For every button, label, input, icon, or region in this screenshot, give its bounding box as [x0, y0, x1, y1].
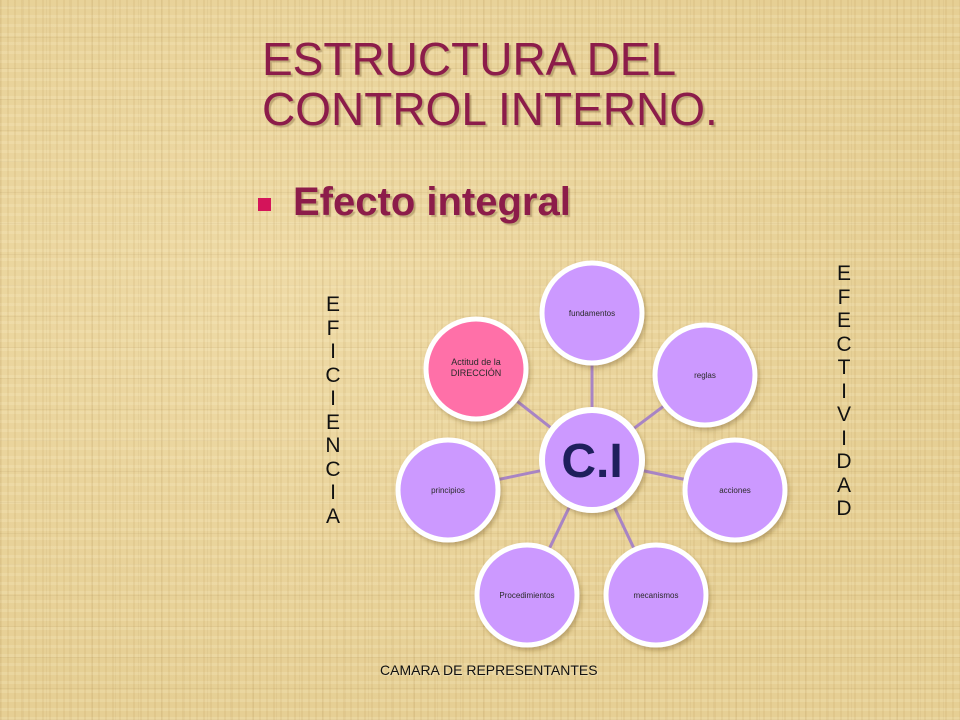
node-label-acciones: acciones: [719, 486, 751, 495]
bullet-item: Efecto integral: [258, 180, 571, 225]
eficiencia-letter: N: [325, 434, 341, 457]
efectividad-letter: D: [836, 497, 852, 520]
connector-acciones: [640, 468, 687, 482]
node-label-procedimientos: Procedimientos: [499, 591, 554, 600]
node-label-fundamentos: fundamentos: [569, 309, 615, 318]
efectividad-letter: I: [841, 426, 847, 450]
node-circle-actitud: [423, 316, 529, 422]
node-circle-procedimientos: [474, 542, 580, 648]
connector-principios: [496, 468, 544, 482]
eficiencia-letter: A: [325, 504, 340, 528]
efectividad-letter: E: [836, 309, 851, 332]
eficiencia-letter: I: [330, 481, 336, 504]
bullet-text: Efecto integral: [293, 180, 571, 224]
node-label-actitud-line-2: DIRECCIÓN: [451, 368, 502, 378]
eficiencia-letter: E: [325, 293, 340, 316]
slide-title: ESTRUCTURA DEL CONTROL INTERNO.: [262, 34, 862, 134]
eficiencia-letter: C: [325, 363, 341, 387]
footer-text: CAMARA DE REPRESENTANTES: [380, 662, 598, 678]
efectividad-letter: F: [837, 285, 851, 309]
node-circle-mecanismos: [603, 542, 709, 648]
eficiencia-letter: I: [330, 340, 336, 363]
connector-mecanismos: [612, 504, 636, 551]
eficiencia-letter: E: [325, 410, 340, 434]
center-label: C.I: [561, 435, 622, 488]
center-circle: [539, 407, 645, 513]
node-circle-fundamentos: [539, 260, 645, 366]
node-label-reglas: reglas: [694, 371, 716, 380]
efectividad-letter: A: [836, 473, 851, 497]
node-label-actitud-line-1: Actitud de la: [451, 357, 501, 367]
node-label-principios: principios: [431, 486, 465, 495]
efectividad-letter: T: [837, 356, 851, 379]
eficiencia-letter: F: [326, 316, 340, 340]
node-circle-reglas: [652, 322, 758, 428]
connector-procedimientos: [547, 504, 572, 551]
eficiencia-letter: C: [325, 457, 341, 481]
efectividad-letter: E: [836, 262, 851, 285]
square-bullet-icon: [258, 198, 271, 211]
efectividad-letter: D: [836, 450, 852, 473]
eficiencia-letter: I: [330, 387, 336, 410]
efectividad-letter: C: [836, 332, 852, 356]
connector-reglas: [631, 403, 666, 432]
connector-actitud: [514, 398, 554, 431]
title-line-2: CONTROL INTERNO.: [262, 83, 718, 135]
node-label-mecanismos: mecanismos: [634, 591, 679, 600]
title-line-1: ESTRUCTURA DEL: [262, 33, 677, 85]
node-circle-acciones: [682, 437, 788, 543]
efectividad-letter: V: [836, 403, 851, 426]
efectividad-letter: I: [841, 379, 847, 403]
node-circle-principios: [395, 437, 501, 543]
